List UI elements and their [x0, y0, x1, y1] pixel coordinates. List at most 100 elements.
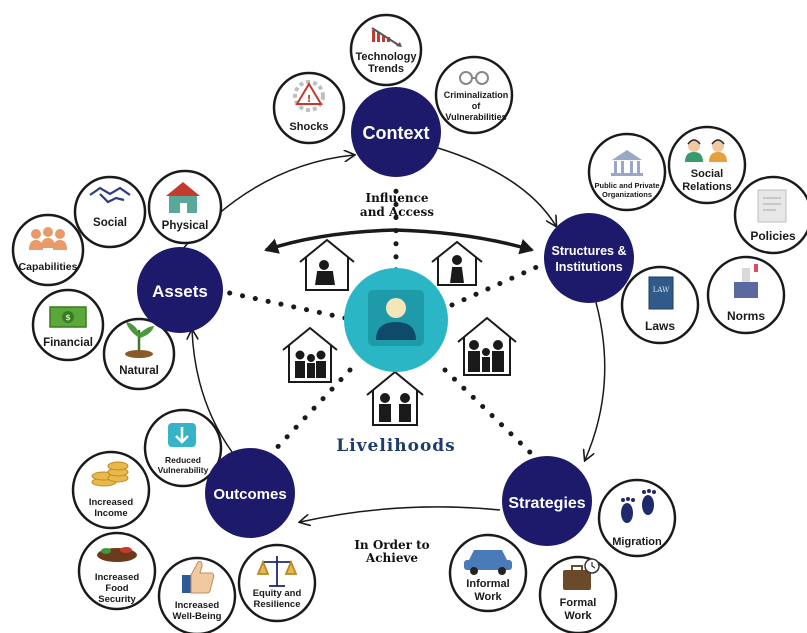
thumbs-up-icon	[182, 561, 215, 594]
satellite-physical[interactable]: Physical	[147, 169, 223, 245]
hub-label: Assets	[152, 282, 208, 301]
satellite-label: Public and Private	[594, 181, 659, 190]
svg-text:$: $	[65, 313, 71, 322]
satellite-increased-income[interactable]: Increased Income	[71, 450, 151, 530]
food-icon	[97, 547, 137, 562]
hub-label: Context	[363, 123, 430, 143]
satellite-label: Policies	[750, 229, 796, 243]
satellite-shocks[interactable]: ! Shocks	[272, 71, 346, 145]
satellite-label: Vulnerabilities	[445, 112, 506, 122]
down-arrow-icon	[168, 423, 196, 447]
house-icons	[282, 238, 517, 426]
money-bill-icon: $	[49, 306, 87, 328]
satellite-label: Informal	[466, 578, 509, 590]
edge-label-achieve-line1: In Order to	[354, 538, 429, 552]
edge-label-influence: Influence and Access	[360, 191, 434, 219]
spoke-to-strategies	[442, 367, 541, 463]
satellite-reduced-vulnerability[interactable]: Reduced Vulnerability	[143, 408, 223, 488]
hub-structures[interactable]: Structures & Institutions	[544, 213, 634, 303]
satellite-label: Well-Being	[173, 611, 222, 622]
document-icon	[757, 189, 787, 223]
satellite-equity-resilience[interactable]: Equity and Resilience	[237, 543, 317, 623]
satellite-financial[interactable]: $ Financial	[31, 288, 105, 362]
satellite-norms[interactable]: Norms	[706, 255, 786, 335]
satellite-label: Increased	[175, 600, 220, 611]
house-icon	[366, 370, 424, 426]
hub-strategies[interactable]: Strategies	[502, 456, 592, 546]
satellite-label: Financial	[43, 337, 93, 349]
warning-gear-icon: !	[293, 80, 325, 112]
satellite-policies[interactable]: Policies	[733, 175, 807, 255]
satellite-label: Migration	[612, 536, 662, 548]
satellite-laws[interactable]: LAW Laws	[620, 265, 700, 345]
satellite-increased-food-security[interactable]: Increased Food Security	[77, 531, 157, 611]
svg-text:LAW: LAW	[653, 286, 670, 294]
satellite-criminalization[interactable]: Criminalization of Vulnerabilities	[434, 55, 514, 135]
satellite-label: Resilience	[254, 599, 301, 610]
edge-label-influence-line1: Influence	[365, 191, 428, 205]
satellite-technology-trends[interactable]: Technology Trends	[349, 13, 423, 87]
arrow-influence-to-structures	[394, 228, 534, 255]
satellite-label: Capabilities	[19, 261, 78, 273]
hub-outcomes[interactable]: Outcomes	[205, 448, 295, 538]
satellite-public-private[interactable]: Public and Private Organizations	[587, 132, 667, 212]
dotted-spokes	[222, 179, 551, 463]
people-headset-icon	[685, 139, 727, 162]
arrow-structures-to-strategies	[585, 291, 606, 460]
satellite-social-relations[interactable]: Social Relations	[667, 125, 747, 205]
scales-icon	[256, 556, 298, 587]
building-icon	[611, 150, 643, 176]
satellite-label: Criminalization	[444, 90, 509, 100]
group-icon	[29, 227, 67, 250]
edge-label-achieve-line2: Achieve	[365, 551, 419, 565]
satellite-label: Trends	[368, 63, 404, 75]
satellite-increased-wellbeing[interactable]: Increased Well-Being	[157, 556, 237, 633]
declining-chart-icon	[371, 27, 402, 47]
satellite-label: Social	[93, 217, 127, 229]
handcuffs-icon	[459, 71, 489, 85]
car-icon	[464, 550, 512, 575]
satellite-social[interactable]: Social	[73, 175, 147, 249]
plant-icon	[125, 322, 154, 358]
satellite-label: Norms	[727, 309, 765, 323]
satellite-label: Work	[564, 610, 592, 622]
hub-assets[interactable]: Assets	[137, 247, 223, 333]
spoke-to-structures	[449, 259, 551, 308]
satellite-label: Technology	[356, 51, 418, 63]
arrow-context-to-structures	[437, 147, 556, 226]
house-icon	[299, 238, 355, 291]
hub-label: Outcomes	[213, 486, 286, 503]
satellite-capabilities[interactable]: Capabilities	[11, 213, 85, 287]
arrow-strategies-to-outcomes	[300, 506, 501, 522]
hub-context[interactable]: Context	[351, 87, 441, 177]
house-building-icon	[166, 182, 200, 213]
satellite-natural[interactable]: Natural	[102, 317, 176, 391]
edge-label-achieve: In Order to Achieve	[354, 538, 429, 565]
footprints-icon	[621, 489, 656, 523]
center-node[interactable]	[344, 268, 448, 372]
satellite-label: Reduced	[165, 455, 201, 465]
hub-label: Structures &	[551, 244, 626, 258]
satellite-label: Natural	[119, 365, 159, 377]
satellite-label: Laws	[645, 319, 675, 333]
satellite-label: of	[472, 101, 481, 111]
handshake-icon	[89, 186, 131, 204]
satellite-label: Shocks	[289, 121, 328, 133]
satellite-label: Food	[105, 583, 128, 594]
center-label: Livelihoods	[336, 436, 456, 456]
satellite-label: Relations	[682, 181, 732, 193]
satellite-formal-work[interactable]: Formal Work	[538, 555, 618, 633]
satellite-informal-work[interactable]: Informal Work	[448, 533, 528, 613]
edge-label-influence-line2: and Access	[360, 205, 434, 219]
hub-label: Strategies	[508, 495, 585, 512]
spoke-to-assets	[222, 289, 348, 321]
satellite-label: Increased	[89, 497, 134, 508]
satellite-label: Increased	[95, 572, 140, 583]
satellite-migration[interactable]: Migration	[597, 478, 677, 558]
briefcase-clock-icon	[563, 558, 600, 590]
satellite-label: Work	[474, 591, 502, 603]
arrow-influence-to-assets	[264, 228, 396, 254]
satellite-label: Security	[98, 594, 136, 605]
satellite-label: Equity and	[253, 588, 302, 599]
